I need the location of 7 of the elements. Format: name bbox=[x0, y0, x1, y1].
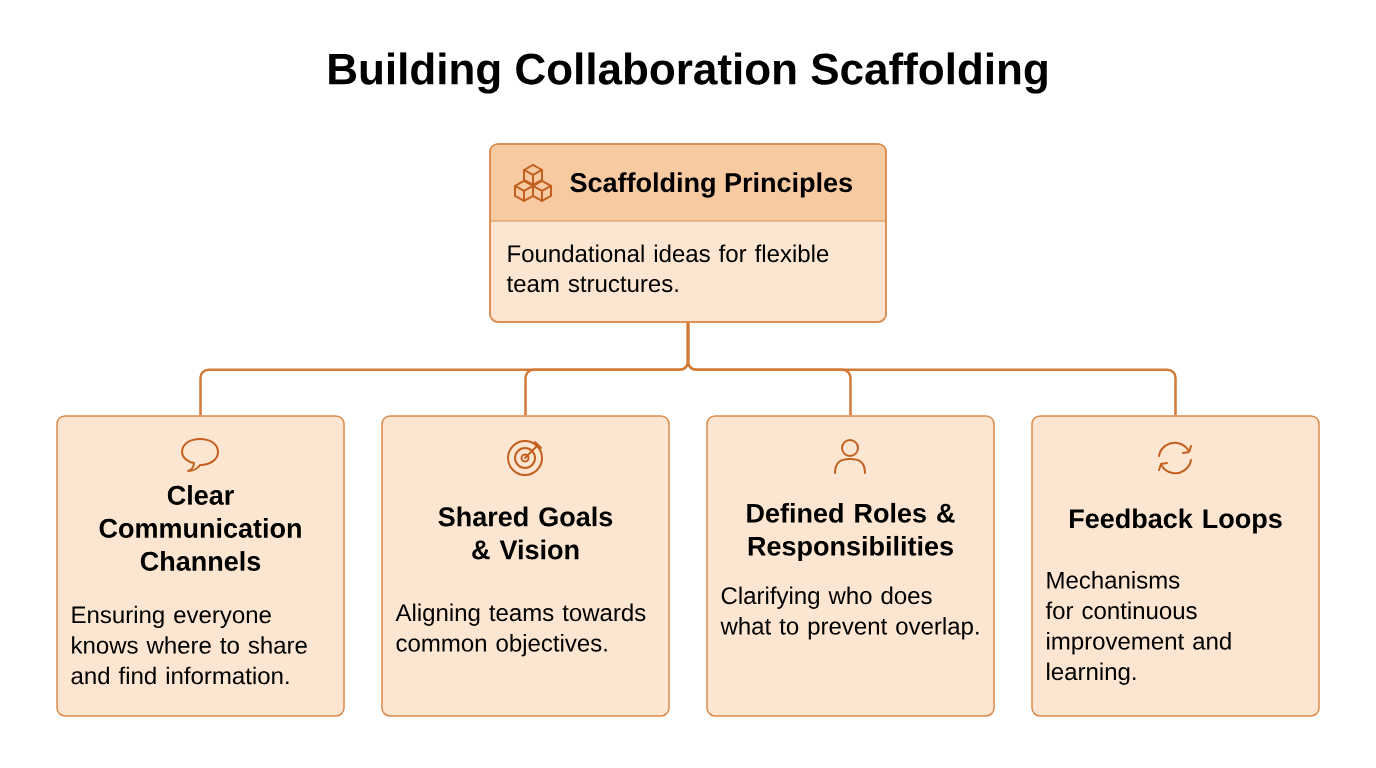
card: Shared Goals & Vision Aligning teams towards common objectives. bbox=[381, 415, 670, 717]
connector-line bbox=[686, 322, 1177, 416]
title: Building Collaboration Scaffolding bbox=[329, 52, 1047, 94]
card: Clear Communication Channels Ensuring everyone knows where to share and find information. bbox=[56, 415, 345, 717]
principle-card: Scaffolding Principles Foundational ideas for flexible team structures. bbox=[489, 143, 887, 323]
card: Defined Roles & Responsibilities Clarifying who does what to prevent overlap. bbox=[706, 415, 995, 717]
card: Feedback Loops Mechanisms for continuous improvement and learning. bbox=[1031, 415, 1320, 717]
